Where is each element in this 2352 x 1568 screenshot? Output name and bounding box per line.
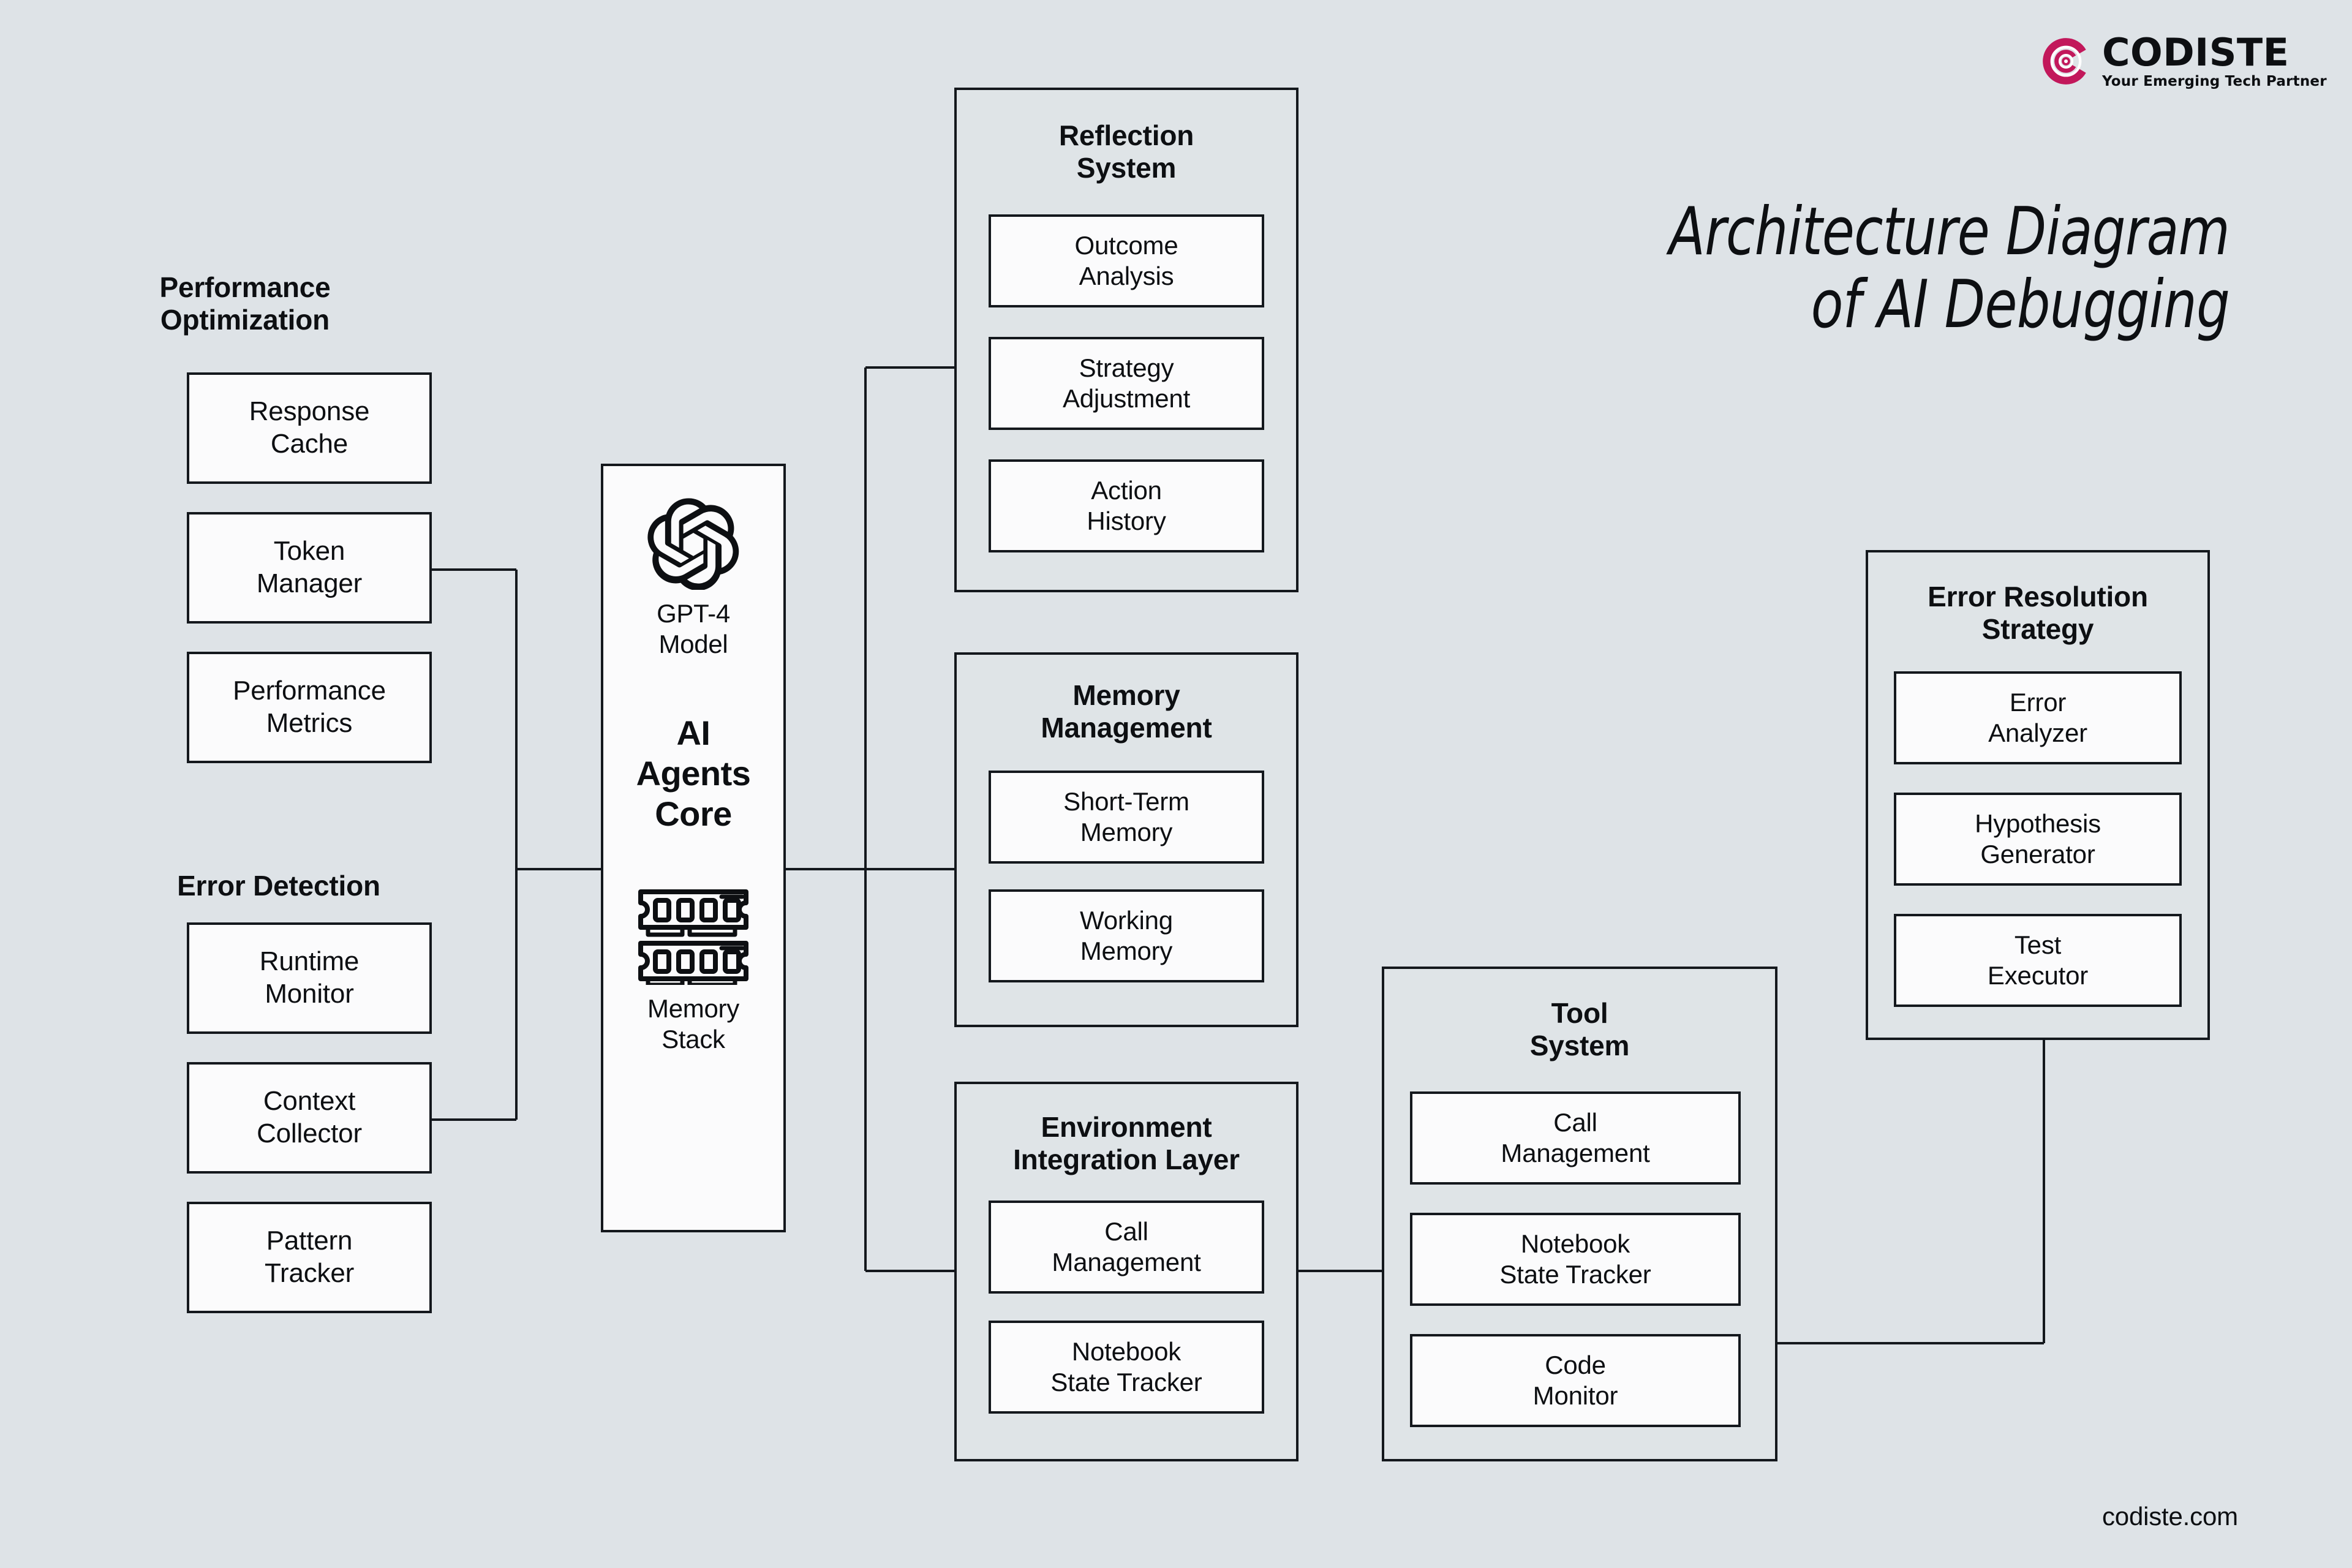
group-title-environment-integration-layer: Environment Integration Layer	[1013, 1111, 1240, 1176]
group-title-error-resolution-strategy: Error Resolution Strategy	[1928, 581, 2148, 646]
page-title: Architecture Diagram of AI Debugging	[1335, 194, 2230, 343]
title-line-2: of AI Debugging	[1811, 266, 2230, 343]
group-title-error-detection: Error Detection	[177, 870, 380, 902]
group-title-performance-optimization: Performance Optimization	[159, 271, 331, 336]
node-env-call-management[interactable]: Call Management	[989, 1200, 1264, 1294]
node-tool-notebook-state-tracker[interactable]: Notebook State Tracker	[1410, 1213, 1741, 1306]
group-title-memory-management: Memory Management	[1041, 679, 1212, 744]
logo-tagline: Your Emerging Tech Partner	[2102, 74, 2327, 89]
node-strategy-adjustment[interactable]: Strategy Adjustment	[989, 337, 1264, 430]
node-runtime-monitor[interactable]: Runtime Monitor	[187, 922, 432, 1034]
node-token-manager[interactable]: Token Manager	[187, 512, 432, 624]
node-env-notebook-state-tracker[interactable]: Notebook State Tracker	[989, 1321, 1264, 1414]
node-context-collector[interactable]: Context Collector	[187, 1062, 432, 1174]
core-memory-label: Memory Stack	[647, 994, 739, 1054]
node-error-analyzer[interactable]: Error Analyzer	[1894, 671, 2182, 764]
node-working-memory[interactable]: Working Memory	[989, 889, 1264, 982]
title-line-1: Architecture Diagram	[1668, 194, 2230, 270]
group-title-reflection-system: Reflection System	[1058, 119, 1194, 184]
ai-agents-core-box[interactable]: GPT-4 Model AI Agents Core	[601, 464, 786, 1232]
codiste-target-c-icon	[2043, 38, 2086, 85]
ram-stack-icon	[638, 889, 748, 986]
node-action-history[interactable]: Action History	[989, 459, 1264, 552]
codiste-logo: CODISTE Your Emerging Tech Partner	[2040, 34, 2327, 89]
group-title-tool-system: Tool System	[1529, 997, 1630, 1062]
node-performance-metrics[interactable]: Performance Metrics	[187, 652, 432, 763]
node-test-executor[interactable]: Test Executor	[1894, 914, 2182, 1007]
node-tool-call-management[interactable]: Call Management	[1410, 1091, 1741, 1185]
core-model-label: GPT-4 Model	[657, 599, 730, 658]
node-pattern-tracker[interactable]: Pattern Tracker	[187, 1202, 432, 1313]
core-main-label: AI Agents Core	[636, 714, 751, 834]
node-short-term-memory[interactable]: Short-Term Memory	[989, 771, 1264, 864]
node-outcome-analysis[interactable]: Outcome Analysis	[989, 214, 1264, 307]
logo-wordmark: CODISTE	[2102, 30, 2290, 75]
openai-knot-icon	[647, 498, 739, 590]
node-code-monitor[interactable]: Code Monitor	[1410, 1334, 1741, 1427]
footer-website: codiste.com	[2102, 1502, 2238, 1531]
node-response-cache[interactable]: Response Cache	[187, 372, 432, 484]
node-hypothesis-generator[interactable]: Hypothesis Generator	[1894, 793, 2182, 886]
